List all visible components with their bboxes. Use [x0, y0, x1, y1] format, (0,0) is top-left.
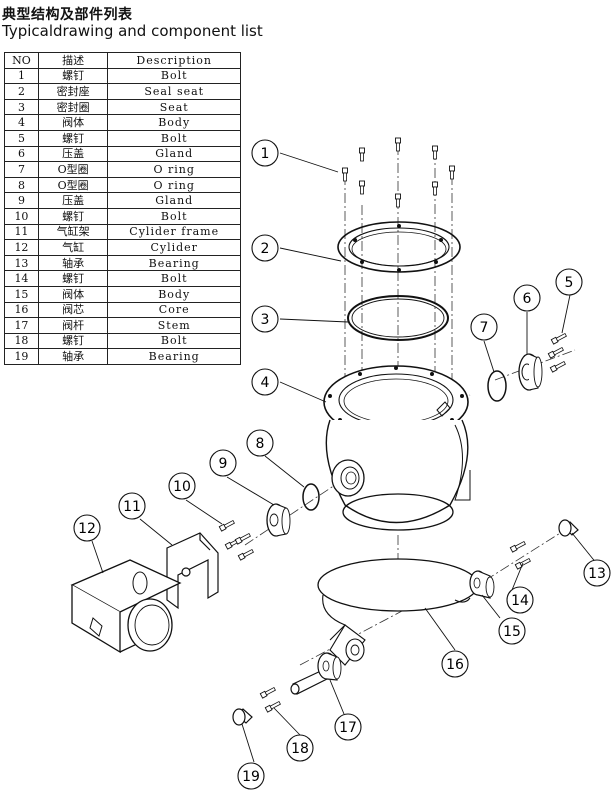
callout-3: 3	[251, 305, 279, 333]
callout-number: 14	[511, 593, 529, 609]
callout-1: 1	[251, 139, 279, 167]
bolts-top	[342, 137, 455, 208]
cell-description: Body	[107, 285, 241, 303]
callout-number: 12	[78, 521, 96, 537]
callout-2: 2	[251, 234, 279, 262]
page-title-en: Typicaldrawing and component list	[2, 22, 263, 40]
o-ring-left	[302, 483, 320, 511]
cylinder-frame	[166, 532, 219, 610]
callout-number: 17	[339, 720, 357, 736]
callout-12: 12	[73, 514, 101, 542]
callout-number: 10	[173, 479, 191, 495]
callout-9: 9	[209, 449, 237, 477]
callout-7: 7	[470, 313, 498, 341]
callout-number: 6	[523, 291, 532, 307]
cell-description: Core	[107, 301, 241, 319]
callout-number: 3	[261, 312, 270, 328]
callout-number: 15	[503, 624, 521, 640]
valve-body	[323, 365, 471, 531]
callout-number: 18	[291, 741, 309, 757]
callout-16: 16	[441, 650, 469, 678]
valve-stem	[290, 652, 342, 695]
cell-cn: O型圈	[37, 176, 109, 194]
callout-number: 7	[480, 320, 489, 336]
callout-8: 8	[246, 429, 274, 457]
cell-description: Cylider frame	[107, 223, 241, 241]
cell-description: Bolt	[107, 332, 241, 350]
seat-ring	[347, 295, 449, 341]
cell-description: Gland	[107, 145, 241, 163]
callout-number: 9	[219, 456, 228, 472]
cell-cn: 螺钉	[37, 270, 109, 287]
callout-5: 5	[555, 268, 583, 296]
callout-number: 16	[446, 657, 464, 673]
callout-4: 4	[251, 368, 279, 396]
page-title-cn: 典型结构及部件列表	[2, 7, 133, 23]
cell-description: Bearing	[107, 348, 241, 365]
callout-number: 8	[256, 436, 265, 452]
cell-no: 16	[4, 301, 39, 319]
bearing-left	[232, 708, 253, 726]
bearing-right	[558, 519, 579, 537]
seal-seat	[337, 221, 461, 273]
cell-no: 14	[4, 270, 39, 287]
callout-14: 14	[506, 586, 534, 614]
callout-17: 17	[334, 713, 362, 741]
callout-13: 13	[583, 559, 611, 587]
cell-cn: 螺钉	[37, 332, 109, 350]
bolts-14	[509, 540, 532, 570]
cell-cn: 阀杆	[37, 317, 109, 334]
bolts-right	[547, 332, 568, 373]
cell-no: 6	[4, 145, 39, 163]
cell-cn: 密封座	[37, 83, 109, 100]
cylinder	[70, 559, 182, 654]
gland-left	[266, 503, 291, 537]
callout-number: 2	[261, 241, 270, 257]
callout-number: 19	[242, 769, 260, 785]
callout-11: 11	[118, 492, 146, 520]
cell-no: 10	[4, 207, 39, 225]
gland-right	[518, 353, 543, 391]
cell-description: Cylider	[107, 239, 241, 256]
callout-number: 11	[123, 499, 141, 515]
valve-core	[317, 558, 479, 666]
callout-number: 4	[261, 375, 270, 391]
cell-no: 19	[4, 348, 39, 365]
bolts-18	[259, 686, 282, 713]
callout-15: 15	[498, 617, 526, 645]
callout-number: 1	[261, 146, 270, 162]
cell-cn: 轴承	[37, 348, 109, 365]
callout-number: 5	[565, 275, 574, 291]
cell-cn: 气缸架	[37, 223, 109, 241]
body-15	[469, 570, 495, 599]
bolts-left	[218, 519, 255, 561]
callout-number: 13	[588, 566, 606, 582]
o-ring-right	[487, 370, 507, 402]
callout-10: 10	[168, 472, 196, 500]
cell-no: 12	[4, 239, 39, 256]
callout-6: 6	[513, 284, 541, 312]
cell-cn: 轴承	[37, 254, 109, 272]
cell-description: Bolt	[107, 207, 241, 225]
callout-18: 18	[286, 734, 314, 762]
callout-19: 19	[237, 762, 265, 790]
leader-lines	[91, 152, 598, 763]
